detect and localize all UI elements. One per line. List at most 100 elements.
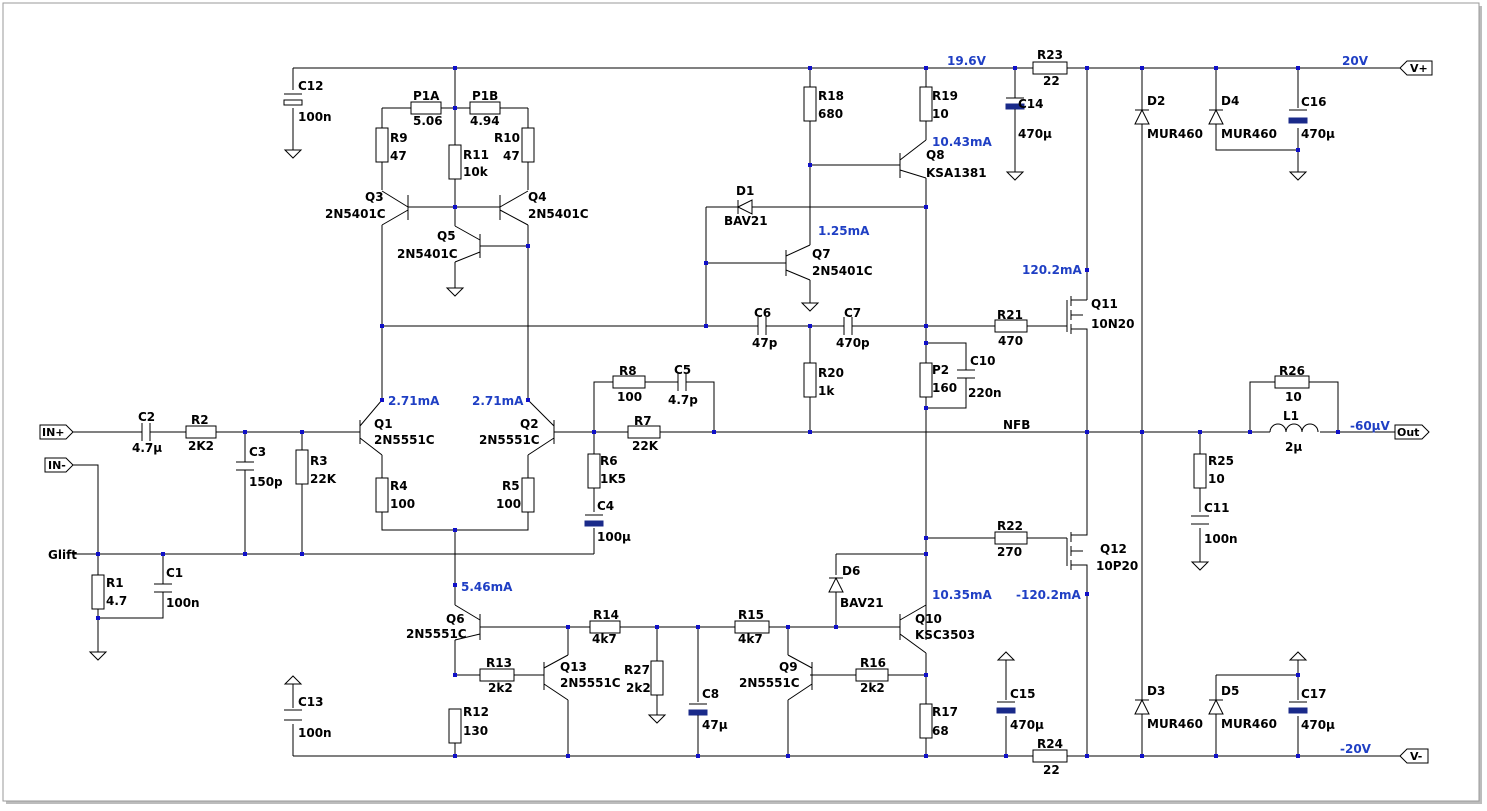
label-r7-value: 22K xyxy=(632,439,659,453)
label-r11-ref: R11 xyxy=(463,148,489,162)
label-c2-ref: C2 xyxy=(138,410,155,424)
label-c11-value: 100n xyxy=(1204,532,1238,546)
port-v-minus: V- xyxy=(1410,750,1422,763)
label-p2-ref: P2 xyxy=(932,363,949,377)
port-v-plus-shape xyxy=(1399,60,1433,76)
label-q10-ref: Q10 xyxy=(915,612,942,626)
label-q8-value: KSA1381 xyxy=(926,166,987,180)
transistor-q6 xyxy=(454,604,486,641)
label-r27-value: 2k2 xyxy=(626,681,651,695)
capacitors xyxy=(138,93,1308,721)
resistor-r25 xyxy=(1193,453,1207,489)
label-r18-ref: R18 xyxy=(818,89,844,103)
resistor-r23 xyxy=(1032,61,1068,75)
label-r23-ref: R23 xyxy=(1037,48,1063,62)
diode-d4 xyxy=(1208,108,1224,125)
ground-icon xyxy=(1288,171,1308,181)
port-out-shape xyxy=(1394,424,1430,440)
label-c11-ref: C11 xyxy=(1204,501,1230,515)
net-19v6: 19.6V xyxy=(947,54,987,68)
resistor-r24 xyxy=(1032,749,1068,763)
resistor-r27 xyxy=(650,660,664,696)
resistor-p2 xyxy=(919,362,933,398)
label-r8-value: 100 xyxy=(617,390,642,404)
label-r23-value: 22 xyxy=(1043,74,1060,88)
junction-dots xyxy=(96,66,1340,758)
label-d3-value: MUR460 xyxy=(1147,717,1203,731)
label-q1-ref: Q1 xyxy=(374,417,393,431)
label-r17-value: 68 xyxy=(932,724,949,738)
diodes xyxy=(736,108,1224,715)
diode-d1 xyxy=(736,199,753,215)
transistor-q1 xyxy=(359,399,383,456)
resistor-r9 xyxy=(375,127,389,163)
label-r9-ref: R9 xyxy=(390,131,408,145)
resistor-r13 xyxy=(479,668,515,682)
transistor-q12 xyxy=(1066,530,1088,578)
label-r4-ref: R4 xyxy=(390,479,408,493)
label-c1-value: 100n xyxy=(166,596,200,610)
label-r16-value: 2k2 xyxy=(860,681,885,695)
label-q2-value: 2N5551C xyxy=(479,433,540,447)
label-r20-ref: R20 xyxy=(818,366,844,380)
resistor-r17 xyxy=(919,703,933,739)
resistor-r19 xyxy=(919,86,933,122)
resistor-r16 xyxy=(855,668,889,682)
label-d5-value: MUR460 xyxy=(1221,717,1277,731)
transistor-q2 xyxy=(527,399,555,456)
net-nfb: NFB xyxy=(1003,418,1030,432)
port-v-plus: V+ xyxy=(1410,62,1428,75)
label-c14-value: 470µ xyxy=(1018,127,1052,141)
port-in-plus: IN+ xyxy=(42,426,65,439)
resistor-r6 xyxy=(587,453,601,489)
label-r16-ref: R16 xyxy=(860,656,886,670)
diode-d6 xyxy=(828,576,844,593)
ground-icon xyxy=(283,675,303,685)
transistor-q8 xyxy=(899,139,927,179)
label-p1b-value: 4.94 xyxy=(470,114,500,128)
label-p1b-ref: P1B xyxy=(472,89,498,103)
label-r17-ref: R17 xyxy=(932,705,958,719)
resistor-p1b xyxy=(469,101,501,115)
port-in-minus: IN- xyxy=(48,459,66,472)
label-q9-value: 2N5551C xyxy=(739,676,800,690)
label-r25-value: 10 xyxy=(1208,472,1225,486)
label-r15-ref: R15 xyxy=(738,608,764,622)
transistor-q4 xyxy=(499,190,529,226)
ground-icon xyxy=(800,302,820,312)
label-q4-value: 2N5401C xyxy=(528,207,589,221)
ground-icon xyxy=(1190,561,1210,571)
label-q11-ref: Q11 xyxy=(1091,297,1118,311)
resistor-r3 xyxy=(295,449,309,485)
label-c7-value: 470p xyxy=(836,336,870,350)
label-p1a-ref: P1A xyxy=(413,89,440,103)
ground-symbols xyxy=(88,149,1308,724)
label-r3-value: 22K xyxy=(310,472,337,486)
resistor-r21 xyxy=(994,319,1028,333)
label-r8-ref: R8 xyxy=(619,364,637,378)
label-d2-value: MUR460 xyxy=(1147,127,1203,141)
transistor-q10 xyxy=(899,604,927,654)
current-q8: 10.43mA xyxy=(932,135,992,149)
label-r13-ref: R13 xyxy=(486,656,512,670)
label-r27-ref: R27 xyxy=(624,663,650,677)
label-q12-ref: Q12 xyxy=(1100,542,1127,556)
label-c4-ref: C4 xyxy=(597,499,614,513)
label-r14-ref: R14 xyxy=(593,608,619,622)
label-d1-ref: D1 xyxy=(736,184,754,198)
label-d3-ref: D3 xyxy=(1147,684,1165,698)
label-d2-ref: D2 xyxy=(1147,94,1165,108)
label-c15-ref: C15 xyxy=(1010,687,1036,701)
current-q6: 5.46mA xyxy=(461,580,513,594)
label-r19-ref: R19 xyxy=(932,89,958,103)
label-q6-ref: Q6 xyxy=(446,612,465,626)
diode-d5 xyxy=(1208,698,1224,715)
label-r20-value: 1k xyxy=(818,384,835,398)
label-q9-ref: Q9 xyxy=(779,660,798,674)
label-r25-ref: R25 xyxy=(1208,454,1234,468)
resistor-r18 xyxy=(803,86,817,122)
current-q11: 120.2mA xyxy=(1022,263,1082,277)
resistor-r15 xyxy=(734,620,770,634)
